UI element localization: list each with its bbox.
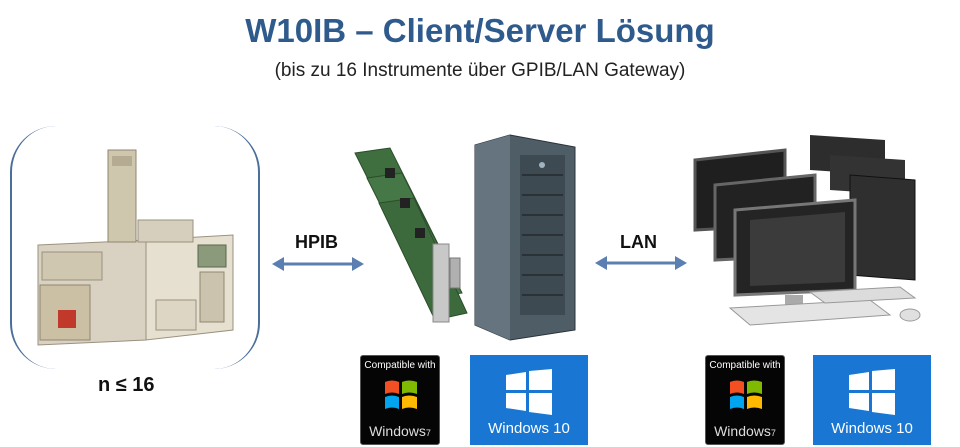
badge-win10-name: Windows 10 bbox=[488, 420, 570, 437]
windows-logo-icon bbox=[385, 380, 417, 409]
windows10-badge: Windows 10 bbox=[813, 355, 931, 445]
badge-win7-version: 7 bbox=[425, 428, 431, 438]
hpib-label: HPIB bbox=[295, 232, 339, 252]
badge-compatible-text: Compatible with bbox=[709, 360, 781, 371]
client-workstations-icon bbox=[693, 135, 921, 326]
windows7-compatible-badge: Compatible with Windows7 bbox=[705, 355, 785, 445]
windows-logo-icon bbox=[730, 380, 762, 409]
lan-label: LAN bbox=[620, 232, 657, 252]
badge-win7-name: Windows bbox=[369, 423, 426, 439]
instrument-count-label: n ≤ 16 bbox=[98, 374, 155, 396]
badge-win7-version: 7 bbox=[770, 428, 776, 438]
instrument-group-bracket bbox=[10, 126, 260, 369]
page-subtitle: (bis zu 16 Instrumente über GPIB/LAN Gat… bbox=[274, 60, 686, 81]
page-title: W10IB – Client/Server Lösung bbox=[245, 12, 715, 49]
windows-logo-icon bbox=[849, 369, 895, 415]
gpib-cards-icon bbox=[354, 147, 468, 323]
badge-win10-name: Windows 10 bbox=[831, 420, 913, 437]
lan-arrow bbox=[595, 256, 687, 270]
hpib-arrow bbox=[272, 257, 364, 271]
windows7-compatible-badge: Compatible with Windows7 bbox=[360, 355, 440, 445]
windows-logo-icon bbox=[506, 369, 552, 415]
windows10-badge: Windows 10 bbox=[470, 355, 588, 445]
gas-chromatograph-icon bbox=[37, 149, 234, 346]
tower-server-icon bbox=[474, 134, 576, 341]
badge-win7-name: Windows bbox=[714, 423, 771, 439]
badge-compatible-text: Compatible with bbox=[364, 360, 436, 371]
